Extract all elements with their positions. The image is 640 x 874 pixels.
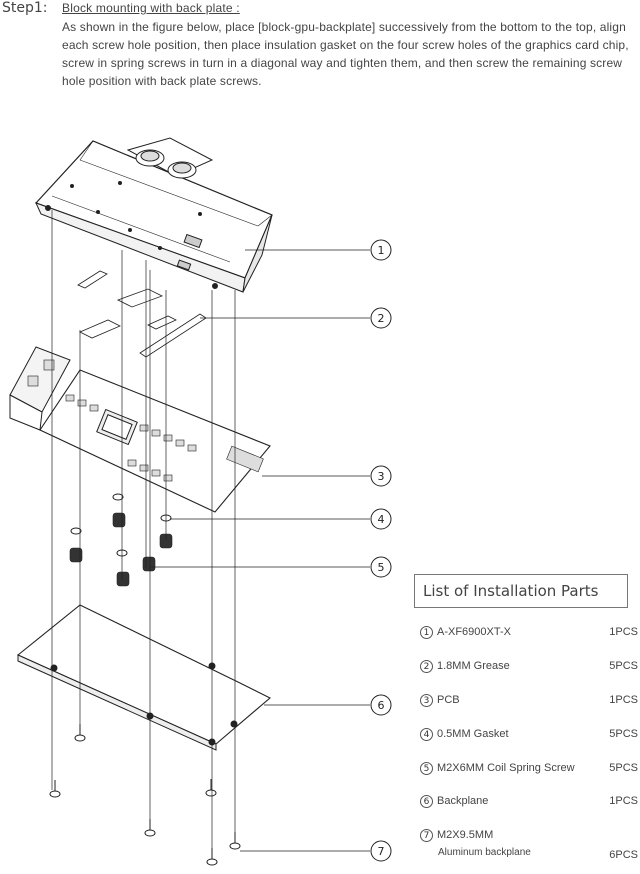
callout-3: 3	[370, 465, 392, 487]
exploded-assembly-diagram: 1 2 3 4 5 6 7	[9, 137, 392, 866]
thermal-grease-pads	[77, 270, 207, 358]
part-name: M2X9.5MM	[437, 829, 494, 841]
part-name: PCB	[437, 694, 460, 706]
callout-3-label: 3	[378, 470, 385, 483]
part-number: 7	[420, 829, 433, 842]
parts-list-title-box: List of Installation Parts	[414, 574, 628, 608]
part-quantity: 1PCS	[609, 694, 638, 706]
callout-6-label: 6	[378, 699, 385, 712]
part-subname: Aluminum backplane	[438, 847, 531, 858]
part-quantity: 6PCS	[609, 849, 638, 861]
part-number: 5	[420, 762, 433, 775]
alignment-lines	[51, 210, 236, 858]
callout-4-label: 4	[378, 513, 385, 526]
part-quantity: 1PCS	[609, 626, 638, 638]
part-quantity: 5PCS	[609, 728, 638, 740]
part-quantity: 1PCS	[609, 795, 638, 807]
parts-list-item: 4 0.5MM Gasket 5PCS	[416, 727, 640, 745]
step-label: Step1:	[2, 0, 48, 16]
part-name: 0.5MM Gasket	[437, 728, 509, 740]
backplate	[16, 604, 271, 751]
part-quantity: 5PCS	[609, 660, 638, 672]
callout-5: 5	[370, 556, 392, 578]
parts-list-title: List of Installation Parts	[423, 582, 599, 600]
callout-1-label: 1	[378, 244, 385, 257]
callout-7: 7	[370, 840, 392, 862]
callout-2: 2	[370, 307, 392, 329]
parts-list-item: 3 PCB 1PCS	[416, 693, 640, 711]
instruction-header: Step1: Block mounting with back plate : …	[0, 0, 640, 96]
callout-1: 1	[370, 239, 392, 261]
callout-6: 6	[370, 694, 392, 716]
water-block	[34, 137, 273, 293]
callout-4: 4	[370, 508, 392, 530]
callout-2-label: 2	[378, 312, 385, 325]
part-number: 2	[420, 660, 433, 673]
callout-5-label: 5	[378, 561, 385, 574]
graphics-card-pcb	[9, 346, 271, 513]
part-number: 1	[420, 626, 433, 639]
gaskets-and-spring-screws	[69, 493, 173, 587]
parts-list-item: 1 A-XF6900XT-X 1PCS	[416, 625, 640, 643]
step-title: Block mounting with back plate :	[62, 1, 240, 15]
parts-list-item: 6 Backplane 1PCS	[416, 794, 640, 812]
parts-list-item: 2 1.8MM Grease 5PCS	[416, 659, 640, 677]
part-name: A-XF6900XT-X	[437, 626, 511, 638]
part-name: 1.8MM Grease	[437, 660, 510, 672]
parts-list-item: 7 M2X9.5MM Aluminum backplane 6PCS	[416, 828, 640, 864]
step-description: As shown in the figure below, place [blo…	[62, 20, 629, 88]
callout-7-label: 7	[378, 845, 385, 858]
part-number: 6	[420, 795, 433, 808]
part-number: 4	[420, 728, 433, 741]
part-quantity: 5PCS	[609, 762, 638, 774]
part-name: M2X6MM Coil Spring Screw	[437, 762, 575, 774]
part-name: Backplane	[437, 795, 489, 807]
parts-list-item: 5 M2X6MM Coil Spring Screw 5PCS	[416, 761, 640, 779]
callout-leaders	[150, 249, 370, 852]
part-number: 3	[420, 694, 433, 707]
